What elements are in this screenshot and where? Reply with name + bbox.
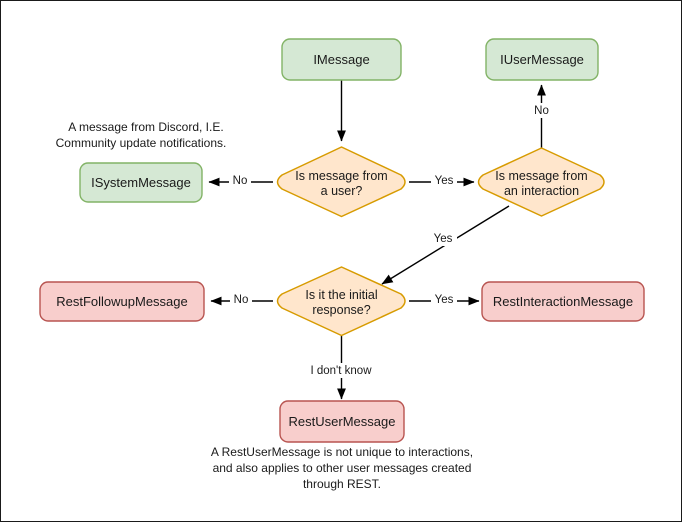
node-iusermessage-label: IUserMessage [500,52,584,67]
annotation-rest-user-note-line2: and also applies to other user messages … [213,461,472,475]
node-restusermessage-label: RestUserMessage [289,414,396,429]
node-decision-interaction-line1: Is message from [495,169,587,183]
node-restfollowupmessage-label: RestFollowupMessage [56,294,188,309]
edge-decision-user-no-to-isystemmessage: No [208,173,273,188]
node-decision-user-line2: a user? [321,184,363,198]
node-isystemmessage-label: ISystemMessage [91,175,191,190]
node-decision-is-initial-response[interactable]: Is it the initial response? [276,266,406,337]
node-restinteractionmessage[interactable]: RestInteractionMessage [481,281,645,322]
edge-decision-initial-no-to-restfollowupmessage: No [210,292,273,307]
edge-decision-initial-unknown-to-restusermessage: I don't know [301,336,373,400]
edge-label-user-no: No [233,175,248,187]
annotation-rest-user-note-line1: A RestUserMessage is not unique to inter… [211,445,473,459]
annotation-system-note-line2: Community update notifications. [56,136,227,150]
annotation-rest-user-note-line3: through REST. [303,477,381,491]
node-iusermessage[interactable]: IUserMessage [485,38,599,81]
annotation-system-message-note: A message from Discord, I.E. Community u… [56,120,227,150]
edge-label-interaction-yes: Yes [434,233,453,245]
edge-decision-interaction-yes-to-decision-initial: Yes [381,205,510,285]
node-decision-interaction-line2: an interaction [504,184,579,198]
node-decision-initial-line2: response? [312,303,370,317]
node-imessage-label: IMessage [313,52,369,67]
annotation-rest-user-message-note: A RestUserMessage is not unique to inter… [211,445,473,491]
node-isystemmessage[interactable]: ISystemMessage [79,162,203,203]
edge-decision-interaction-no-to-iusermessage: No [530,84,553,148]
node-decision-initial-line1: Is it the initial [305,288,377,302]
annotation-system-note-line1: A message from Discord, I.E. [68,120,223,134]
node-imessage[interactable]: IMessage [281,38,402,81]
node-restinteractionmessage-label: RestInteractionMessage [493,294,633,309]
edge-label-initial-yes: Yes [435,294,454,306]
node-restfollowupmessage[interactable]: RestFollowupMessage [39,281,205,322]
edge-label-initial-no: No [234,294,249,306]
edge-decision-user-yes-to-decision-interaction: Yes [409,173,475,188]
node-decision-user-line1: Is message from [295,169,387,183]
edge-label-interaction-no: No [534,105,549,117]
edge-label-user-yes: Yes [435,175,454,187]
node-decision-is-message-from-interaction[interactable]: Is message from an interaction [477,147,605,217]
edge-label-initial-unknown: I don't know [310,365,372,377]
node-restusermessage[interactable]: RestUserMessage [279,400,405,443]
node-decision-is-message-from-user[interactable]: Is message from a user? [276,146,406,218]
edge-decision-initial-yes-to-restinteractionmessage: Yes [409,292,480,307]
